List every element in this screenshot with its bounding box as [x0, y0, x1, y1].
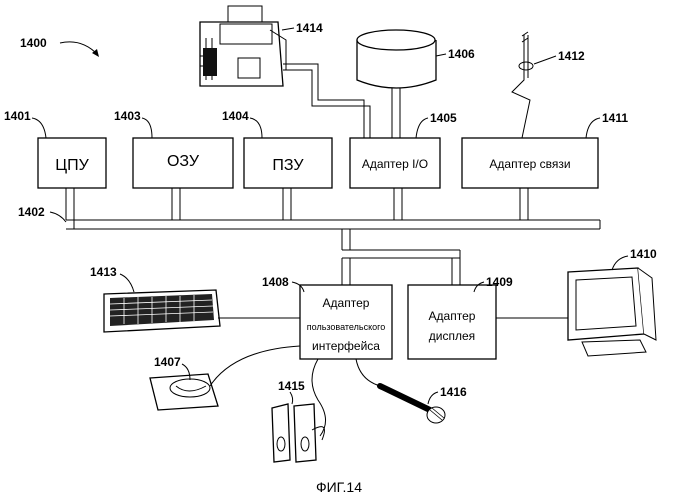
- microphone-cable: [356, 359, 380, 386]
- bus-ref-leader: [50, 212, 66, 222]
- printer-ref-leader: [282, 28, 294, 30]
- display-adapter-block: Адаптер дисплея: [408, 285, 496, 359]
- ui-adapter-label-line1: Адаптер: [323, 296, 370, 310]
- keyboard-ref-leader: [120, 274, 134, 292]
- io-ref-leader: [416, 118, 428, 138]
- mouse-ref: 1407: [154, 355, 181, 369]
- ui-adapter-label-line2: пользовательского: [307, 322, 385, 332]
- bus-ref-label: 1402: [18, 205, 45, 219]
- display-adapter-label-line2: дисплея: [429, 329, 475, 343]
- cpu-label: ЦПУ: [55, 157, 89, 174]
- speakers-icon: [272, 404, 324, 462]
- comm-adapter-label: Адаптер связи: [489, 157, 570, 171]
- display-ref: 1409: [486, 275, 513, 289]
- keyboard-ref: 1413: [90, 265, 117, 279]
- speakers-ref: 1415: [278, 379, 305, 393]
- comm-adapter-block: Адаптер связи: [462, 138, 598, 188]
- mouse-icon: [150, 374, 218, 410]
- ui-adapter-label-line3: интерфейса: [312, 339, 380, 353]
- cpu-ref: 1401: [4, 109, 31, 123]
- ram-ref: 1403: [114, 109, 141, 123]
- rom-label: ПЗУ: [272, 157, 304, 174]
- antenna-ref: 1412: [558, 49, 585, 63]
- ui-adapter-block: Адаптер пользовательского интерфейса: [300, 285, 392, 359]
- cpu-block: ЦПУ: [38, 138, 106, 188]
- rom-block: ПЗУ: [244, 138, 332, 188]
- rom-ref: 1404: [222, 109, 249, 123]
- rom-ref-leader: [250, 118, 262, 138]
- speakers-ref-leader: [290, 392, 293, 404]
- io-adapter-block: Адаптер I/O: [350, 138, 440, 188]
- monitor-ref: 1410: [630, 247, 657, 261]
- io-ref: 1405: [430, 111, 457, 125]
- ram-ref-leader: [142, 118, 152, 138]
- printer-cable: [283, 64, 364, 138]
- figure-ref-label: 1400: [20, 36, 47, 50]
- display-adapter-label-line1: Адаптер: [429, 309, 476, 323]
- ram-block: ОЗУ: [133, 138, 233, 188]
- io-adapter-label: Адаптер I/O: [362, 157, 428, 171]
- disk-ref: 1406: [448, 47, 475, 61]
- antenna-ref-leader: [534, 56, 556, 64]
- disk-drive-icon: [357, 30, 436, 88]
- ram-label: ОЗУ: [167, 153, 200, 170]
- comm-ref-leader: [586, 118, 600, 138]
- cpu-ref-leader: [32, 118, 46, 138]
- monitor-icon: [568, 268, 656, 356]
- disk-ref-leader: [436, 54, 446, 56]
- figure-caption: ФИГ.14: [316, 479, 362, 495]
- antenna-icon: [512, 32, 533, 138]
- microphone-icon: [380, 386, 445, 423]
- monitor-ref-leader: [612, 256, 628, 270]
- microphone-ref: 1416: [440, 385, 467, 399]
- system-bus: [66, 187, 600, 285]
- keyboard-icon: [104, 290, 220, 332]
- ui-ref: 1408: [262, 275, 289, 289]
- microphone-ref-leader: [428, 392, 438, 404]
- printer-ref: 1414: [296, 21, 323, 35]
- comm-ref: 1411: [602, 111, 628, 125]
- disk-cable: [392, 88, 400, 138]
- printer-icon: [200, 6, 286, 86]
